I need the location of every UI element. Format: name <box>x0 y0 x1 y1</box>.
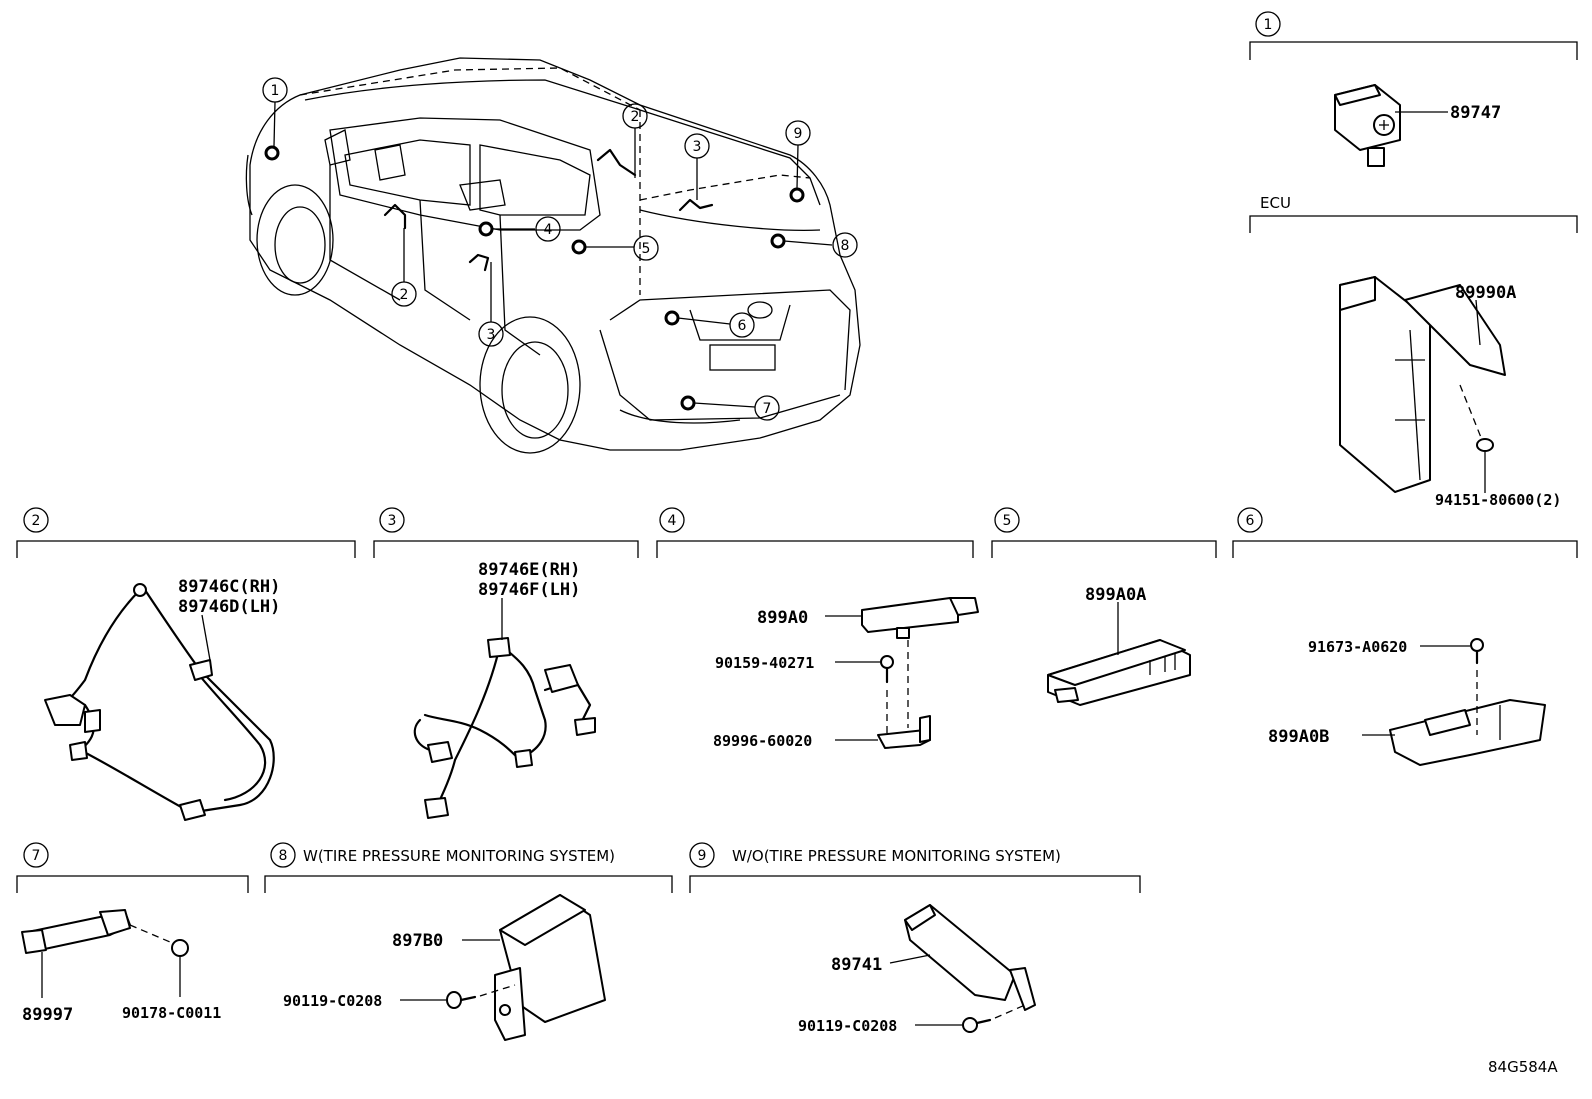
section-2: 2 89746C(RH) 89746D(LH) <box>16 507 356 821</box>
callout-5: 5 <box>633 235 659 261</box>
svg-text:3: 3 <box>693 139 702 155</box>
part-89741-illustration <box>904 904 1036 1033</box>
callout-6: 6 <box>729 312 755 338</box>
svg-text:2: 2 <box>32 513 41 529</box>
svg-text:7: 7 <box>32 848 41 864</box>
svg-text:4: 4 <box>668 513 677 529</box>
part-label-94151-80600: 94151-80600(2) <box>1435 491 1561 509</box>
part-label-91673-A0620: 91673-A0620 <box>1308 638 1407 656</box>
part-label-89747: 89747 <box>1450 103 1501 123</box>
section-8-caption: W(TIRE PRESSURE MONITORING SYSTEM) <box>303 847 615 865</box>
part-label-89746F: 89746F(LH) <box>478 580 580 600</box>
svg-text:1: 1 <box>271 83 280 99</box>
part-label-89997: 89997 <box>22 1005 73 1025</box>
section-4: 4 899A0 90159-40271 89996-60020 <box>656 507 979 750</box>
svg-text:3: 3 <box>388 513 397 529</box>
antenna-wire <box>596 148 637 177</box>
part-label-90178-C0011: 90178-C0011 <box>122 1004 221 1022</box>
callout-2-side: 2 <box>391 281 417 307</box>
ecu-module-illustration <box>1339 276 1506 493</box>
part-label-90119-C0208-b: 90119-C0208 <box>798 1017 897 1035</box>
section-ecu: ECU 89990A 94151-80600(2) <box>1249 194 1578 509</box>
svg-text:8: 8 <box>841 238 850 254</box>
wheel-speed-sensor-wire-front <box>44 583 275 821</box>
svg-text:6: 6 <box>738 318 747 334</box>
part-89997-illustration <box>21 909 189 957</box>
svg-text:9: 9 <box>794 126 803 142</box>
part-label-89746D: 89746D(LH) <box>178 597 280 617</box>
svg-text:7: 7 <box>763 401 772 417</box>
callout-4: 4 <box>535 216 561 242</box>
part-label-89746C: 89746C(RH) <box>178 577 280 597</box>
section-7: 7 89997 90178-C0011 <box>16 842 249 1025</box>
callout-1: 1 <box>262 77 288 103</box>
svg-text:1: 1 <box>1264 17 1273 33</box>
part-label-89746E: 89746E(RH) <box>478 560 580 580</box>
section-8: 8 W(TIRE PRESSURE MONITORING SYSTEM) 897… <box>264 842 673 1041</box>
svg-text:3: 3 <box>487 327 496 343</box>
svg-text:6: 6 <box>1246 513 1255 529</box>
section-9: 9 W/O(TIRE PRESSURE MONITORING SYSTEM) 8… <box>689 842 1141 1035</box>
callout-2-roof: 2 <box>622 103 648 129</box>
svg-text:2: 2 <box>400 287 409 303</box>
svg-text:2: 2 <box>631 109 640 125</box>
callout-3-roof: 3 <box>684 133 710 159</box>
part-label-89990A: 89990A <box>1455 283 1516 303</box>
svg-text:5: 5 <box>1003 513 1012 529</box>
part-899A0A-illustration <box>1047 639 1191 706</box>
diagram-code: 84G584A <box>1488 1058 1558 1076</box>
section-9-caption: W/O(TIRE PRESSURE MONITORING SYSTEM) <box>732 847 1061 865</box>
part-label-897B0: 897B0 <box>392 931 443 951</box>
part-label-90159-40271: 90159-40271 <box>715 654 814 672</box>
svg-text:5: 5 <box>642 241 651 257</box>
part-899A0-illustration <box>861 597 979 749</box>
svg-text:9: 9 <box>698 848 707 864</box>
wheel-speed-sensor-wire-rear <box>413 637 596 819</box>
part-897B0-illustration <box>446 894 606 1041</box>
section-6: 6 91673-A0620 899A0B <box>1232 507 1578 766</box>
svg-text:4: 4 <box>544 222 553 238</box>
part-label-899A0A: 899A0A <box>1085 585 1146 605</box>
part-label-89741: 89741 <box>831 955 882 975</box>
svg-text:8: 8 <box>279 848 288 864</box>
vehicle-callouts: 1 2 2 3 3 4 5 6 7 8 9 <box>262 77 858 421</box>
callout-7: 7 <box>754 395 780 421</box>
part-label-90119-C0208-a: 90119-C0208 <box>283 992 382 1010</box>
part-label-899A0B: 899A0B <box>1268 727 1329 747</box>
section-5: 5 899A0A <box>991 507 1217 706</box>
ecu-caption: ECU <box>1260 194 1291 212</box>
part-899A0B-illustration <box>1389 638 1546 766</box>
part-label-89996-60020: 89996-60020 <box>713 732 812 750</box>
vehicle-illustration: 1 2 2 3 3 4 5 6 7 8 9 <box>245 57 861 454</box>
callout-9: 9 <box>785 120 811 146</box>
callout-8: 8 <box>832 232 858 258</box>
callout-3-side: 3 <box>478 321 504 347</box>
section-3: 3 89746E(RH) 89746F(LH) <box>373 507 639 819</box>
part-89747-illustration <box>1334 84 1401 167</box>
section-1: 1 89747 <box>1249 11 1578 167</box>
part-label-899A0: 899A0 <box>757 608 808 628</box>
